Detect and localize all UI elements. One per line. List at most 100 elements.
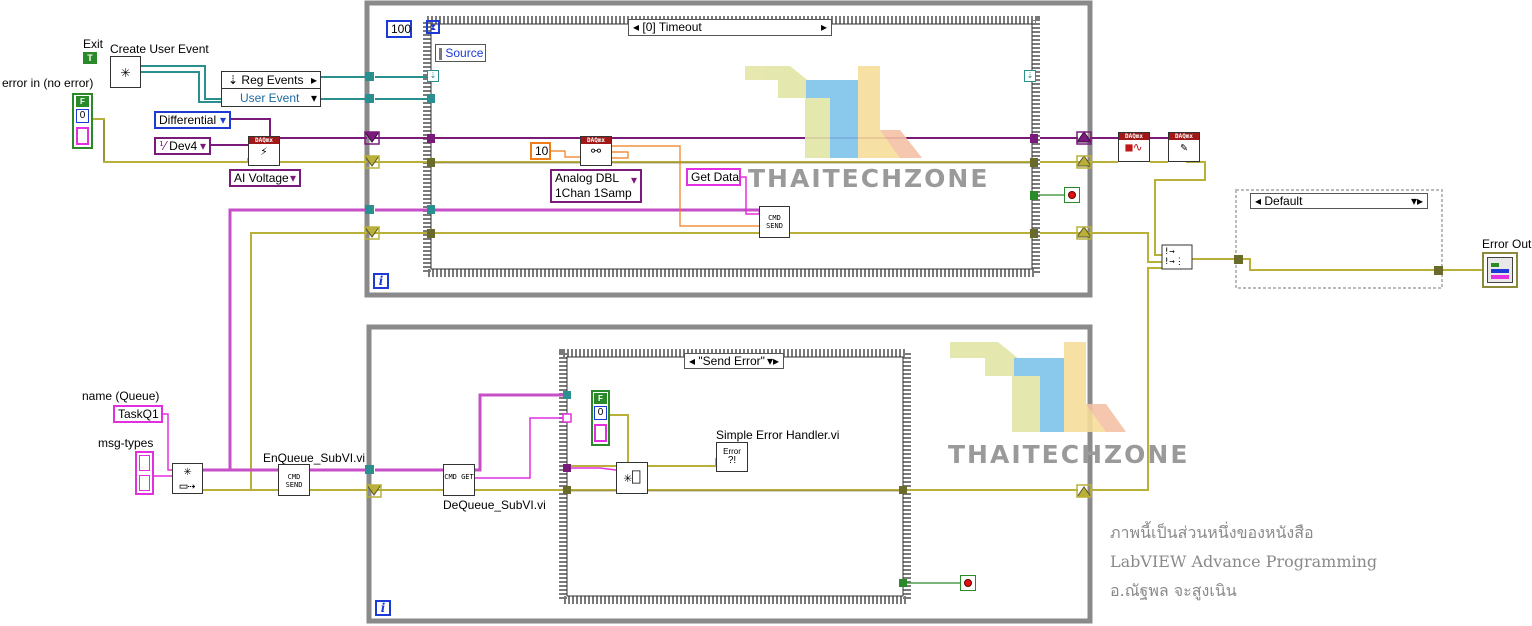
top-while-loop-frame <box>364 0 1093 298</box>
send-error-case-selector[interactable]: ◂ "Send Error" ▾▸ <box>684 353 784 369</box>
taskq1-string-constant[interactable]: TaskQ1 <box>113 405 163 423</box>
io-name-icon: ⅟ <box>159 139 166 153</box>
timeout-constant[interactable]: 100 <box>386 20 412 38</box>
error-speech-icon: ?! <box>727 455 737 466</box>
event-registration-terminal-icon: ⇣ <box>427 70 439 82</box>
register-events-node[interactable]: ⇣ Reg Events ▸ User Event ▾ <box>221 71 321 107</box>
obtain-queue-icon: ✳▭⇢ <box>179 464 196 494</box>
enqueue-label: EnQueue_SubVI.vi <box>263 451 366 465</box>
get-data-string-constant[interactable]: Get Data <box>686 168 741 186</box>
send-error-case-frame <box>559 349 911 604</box>
dropdown-arrow-icon: ▾ <box>219 113 226 127</box>
unbundle-error-node[interactable]: ✳⎕ <box>616 462 648 494</box>
create-user-event-label: Create User Event <box>110 42 209 56</box>
error-status-boolean: F <box>76 96 89 107</box>
cmd-send-node-top[interactable]: CMD SEND <box>759 206 790 238</box>
book-caption: ภาพนี้เป็นส่วนหนึ่งของหนังสือ LabVIEW Ad… <box>1110 518 1377 605</box>
reg-events-label: Reg Events <box>241 73 304 87</box>
error-in-label: error in (no error) <box>2 76 94 90</box>
event-structure-frame <box>423 16 1040 277</box>
reg-events-row: ⇣ Reg Events ▸ <box>222 72 320 89</box>
simple-error-handler-node[interactable]: Error ?! <box>716 442 748 472</box>
hourglass-timeout-icon: ⧗ <box>426 20 440 34</box>
watermark-logo-top <box>745 66 922 158</box>
caption-line-3: อ.ณัฐพล จะสูงเนิน <box>1110 581 1237 600</box>
daqmx-header: DAQmx <box>249 137 279 144</box>
source-label: Source <box>445 46 484 60</box>
daqmx-stop-task-node[interactable]: DAQmx ■∿ <box>1118 132 1150 162</box>
daqmx-clear-task-node[interactable]: DAQmx ✎ <box>1168 132 1200 162</box>
dequeue-subvi-node[interactable]: CMD GET <box>443 464 475 496</box>
event-case-left-arrow-icon: ◂ <box>633 20 640 34</box>
dev4-label: Dev4 <box>169 139 198 153</box>
caption-line-1: ภาพนี้เป็นส่วนหนึ่งของหนังสือ <box>1110 523 1314 542</box>
differential-ring-constant[interactable]: Differential ▾ <box>154 111 231 129</box>
error-out-label: Error Out <box>1482 237 1532 251</box>
wm-shape-8 <box>1086 404 1126 432</box>
reg-events-icon: ⇣ <box>228 73 239 87</box>
glasses-read-icon: ⚯ <box>590 144 602 158</box>
bottom-loop-iteration-terminal: i <box>375 600 391 616</box>
eraser-icon: ✎ <box>1180 140 1188 154</box>
default-case-selector[interactable]: ◂ Default ▾▸ <box>1250 193 1428 209</box>
error-out-indicator[interactable] <box>1482 252 1518 288</box>
create-user-event-node[interactable]: ✳ <box>110 56 141 88</box>
error-cluster-icon <box>1487 257 1513 283</box>
obtain-queue-node[interactable]: ✳▭⇢ <box>172 463 203 494</box>
unbundle-icon: ✳⎕ <box>623 470 641 486</box>
dev4-channel-constant[interactable]: ⅟ Dev4 ▾ <box>154 137 211 155</box>
event-case-right-arrow-icon: ▸ <box>820 20 827 34</box>
analog-dbl-dropdown-icon: ▾ <box>630 173 637 187</box>
ai-voltage-dropdown-icon: ▾ <box>289 171 296 185</box>
event-data-node-source[interactable]: Source <box>435 44 486 62</box>
msg-types-label: msg-types <box>98 436 154 450</box>
exit-boolean-constant[interactable]: T <box>83 52 97 64</box>
wm-shape-7 <box>1064 342 1126 432</box>
error-constant-source <box>594 424 607 442</box>
event-case-selector[interactable]: ◂ [0] Timeout ▸ <box>628 19 832 36</box>
daqmx-clear-header: DAQmx <box>1169 133 1199 140</box>
stop-task-icon: ■∿ <box>1125 140 1143 154</box>
daqmx-create-channel-node[interactable]: DAQmx ⚡ <box>248 136 280 166</box>
analog-dbl-line2: 1Chan 1Samp <box>555 186 632 200</box>
top-loop-iteration-terminal: i <box>373 273 389 289</box>
event-data-node-handle <box>439 47 442 60</box>
event-case-label: [0] Timeout <box>642 20 702 34</box>
samples-constant[interactable]: 10 <box>530 142 551 160</box>
top-loop-stop-terminal <box>1064 187 1080 203</box>
enqueue-subvi-node[interactable]: CMD SEND <box>278 464 310 496</box>
analog-dbl-polymorphic-selector[interactable]: Analog DBL 1Chan 1Samp ▾ <box>550 169 642 203</box>
error-constant-code: 0 <box>594 406 607 420</box>
exit-label: Exit <box>83 37 104 51</box>
error-code-numeric: 0 <box>76 109 89 123</box>
simple-error-handler-label: Simple Error Handler.vi <box>716 428 840 442</box>
wm-shape-6 <box>1014 358 1064 432</box>
watermark-text-top: THAITECHZONE <box>748 164 990 193</box>
user-event-row: User Event ▾ <box>222 89 320 107</box>
dequeue-label: DeQueue_SubVI.vi <box>443 498 546 512</box>
watermark-text-bottom: THAITECHZONE <box>948 440 1190 469</box>
wm-shape-2 <box>806 80 858 158</box>
error-in-cluster-control[interactable]: F 0 <box>72 93 93 149</box>
bottom-loop-stop-terminal <box>960 575 976 591</box>
error-constant-status: F <box>594 393 607 404</box>
default-case-left-arrow-icon: ◂ <box>1255 194 1262 208</box>
send-error-right-arrow-icon: ▾▸ <box>766 354 779 368</box>
wm-shape-3 <box>858 66 922 158</box>
error-cluster-constant[interactable]: F 0 <box>591 390 610 446</box>
daqmx-read-node[interactable]: DAQmx ⚯ <box>580 136 612 166</box>
event-burst-icon: ✳ <box>120 62 131 81</box>
wm-shape-5 <box>950 342 1040 432</box>
merge-errors-node[interactable]: !→!→⋮ <box>1164 247 1190 267</box>
send-error-left-arrow-icon: ◂ <box>689 354 696 368</box>
wm-shape-4 <box>880 130 922 158</box>
default-case-right-arrow-icon: ▾▸ <box>1410 194 1423 208</box>
event-registration-out-icon: ⇣ <box>1024 70 1036 82</box>
differential-label: Differential <box>159 113 217 127</box>
analog-input-icon: ⚡ <box>260 144 268 158</box>
user-event-label: User Event <box>240 91 300 105</box>
ai-voltage-polymorphic-selector[interactable]: AI Voltage ▾ <box>229 169 301 187</box>
msg-types-array-constant[interactable] <box>135 451 154 495</box>
analog-dbl-line1: Analog DBL <box>555 171 620 185</box>
name-queue-label: name (Queue) <box>82 389 160 403</box>
